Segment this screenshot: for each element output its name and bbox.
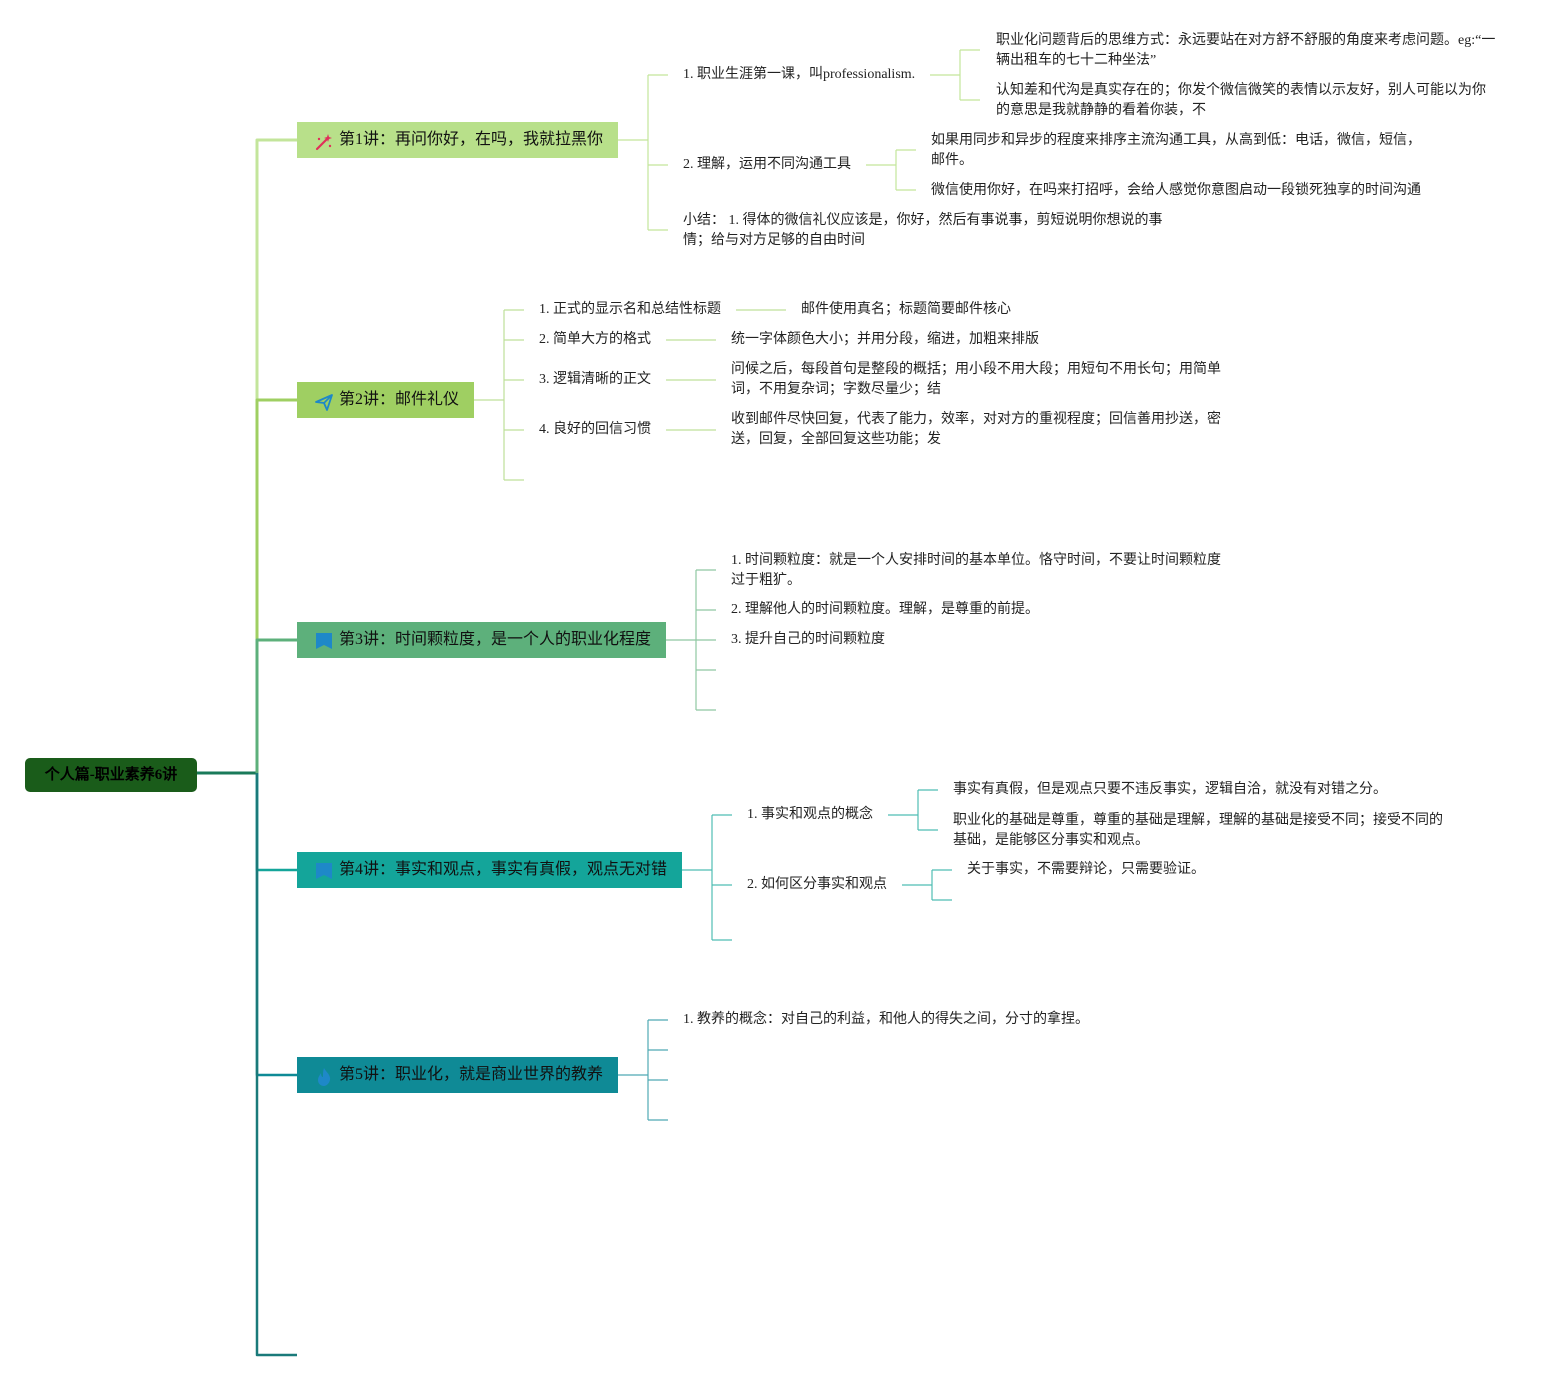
lecture-4-item-1-note-2[interactable]: 职业化的基础是尊重，尊重的基础是理解，理解的基础是接受不同；接受不同的基础，是能… — [953, 813, 1443, 848]
lecture-1-item-2-note-2[interactable]: 微信使用你好，在吗来打招呼，会给人感觉你意图启动一段锁死独享的时间沟通 — [931, 183, 1421, 198]
lecture-3-item-2[interactable]: 2. 理解他人的时间颗粒度。理解，是尊重的前提。 — [731, 602, 1039, 617]
flag-icon — [314, 860, 334, 880]
lecture-2-item-4[interactable]: 4. 良好的回信习惯 — [539, 422, 651, 437]
lecture-3-topic[interactable]: 第3讲：时间颗粒度，是一个人的职业化程度 — [297, 622, 666, 658]
lecture-2-item-3-note[interactable]: 问候之后，每段首句是整段的概括；用小段不用大段；用短句不用长句；用简单词，不用复… — [731, 362, 1221, 397]
lecture-1-topic[interactable]: 第1讲：再问你好，在吗，我就拉黑你 — [297, 122, 618, 158]
lecture-3-title: 第3讲：时间颗粒度，是一个人的职业化程度 — [339, 631, 652, 648]
lecture-2-title: 第2讲：邮件礼仪 — [339, 391, 460, 408]
lecture-5-topic[interactable]: 第5讲：职业化，就是商业世界的教养 — [297, 1057, 618, 1093]
lecture-1-item-2[interactable]: 2. 理解，运用不同沟通工具 — [683, 157, 851, 172]
lecture-5-title: 第5讲：职业化，就是商业世界的教养 — [339, 1066, 604, 1083]
lecture-2-item-2[interactable]: 2. 简单大方的格式 — [539, 332, 651, 347]
lecture-4-title: 第4讲：事实和观点，事实有真假，观点无对错 — [339, 861, 668, 878]
root-topic[interactable]: 个人篇-职业素养6讲 — [25, 758, 197, 792]
flag-icon — [314, 630, 334, 650]
lecture-5-item-1[interactable]: 1. 教养的概念：对自己的利益，和他人的得失之间，分寸的拿捏。 — [683, 1012, 1089, 1027]
lecture-3-item-3[interactable]: 3. 提升自己的时间颗粒度 — [731, 632, 885, 647]
lecture-4-item-1[interactable]: 1. 事实和观点的概念 — [747, 807, 873, 822]
lecture-1-item-2-note-1[interactable]: 如果用同步和异步的程度来排序主流沟通工具，从高到低：电话，微信，短信，邮件。 — [931, 133, 1421, 168]
lecture-2-item-1-note[interactable]: 邮件使用真名；标题简要邮件核心 — [801, 302, 1011, 317]
lecture-4-item-1-note-1[interactable]: 事实有真假，但是观点只要不违反事实，逻辑自洽，就没有对错之分。 — [953, 782, 1387, 797]
paper-plane-icon — [314, 390, 334, 411]
lecture-1-title: 第1讲：再问你好，在吗，我就拉黑你 — [339, 131, 604, 148]
lecture-2-item-4-note[interactable]: 收到邮件尽快回复，代表了能力，效率，对对方的重视程度；回信善用抄送，密送，回复，… — [731, 412, 1221, 447]
lecture-2-topic[interactable]: 第2讲：邮件礼仪 — [297, 382, 474, 418]
lecture-1-item-1-note-1[interactable]: 职业化问题背后的思维方式：永远要站在对方舒不舒服的角度来考虑问题。eg:“一辆出… — [996, 33, 1496, 68]
lecture-2-item-2-note[interactable]: 统一字体颜色大小；并用分段，缩进，加粗来排版 — [731, 332, 1039, 347]
lecture-1-summary[interactable]: 小结： 1. 得体的微信礼仪应该是，你好，然后有事说事，剪短说明你想说的事情；给… — [683, 213, 1163, 248]
lecture-1-item-1-note-2[interactable]: 认知差和代沟是真实存在的；你发个微信微笑的表情以示友好，别人可能以为你的意思是我… — [996, 83, 1486, 118]
lecture-4-topic[interactable]: 第4讲：事实和观点，事实有真假，观点无对错 — [297, 852, 682, 888]
lecture-4-item-2[interactable]: 2. 如何区分事实和观点 — [747, 877, 887, 892]
flame-icon — [314, 1065, 334, 1086]
wand-icon — [314, 130, 334, 151]
lecture-1-item-1[interactable]: 1. 职业生涯第一课，叫professionalism. — [683, 67, 916, 82]
lecture-2-item-3[interactable]: 3. 逻辑清晰的正文 — [539, 372, 651, 387]
lecture-2-item-1[interactable]: 1. 正式的显示名和总结性标题 — [539, 302, 721, 317]
lecture-4-item-2-note[interactable]: 关于事实，不需要辩论，只需要验证。 — [967, 862, 1205, 877]
lecture-3-item-1[interactable]: 1. 时间颗粒度：就是一个人安排时间的基本单位。恪守时间，不要让时间颗粒度过于粗… — [731, 553, 1221, 588]
